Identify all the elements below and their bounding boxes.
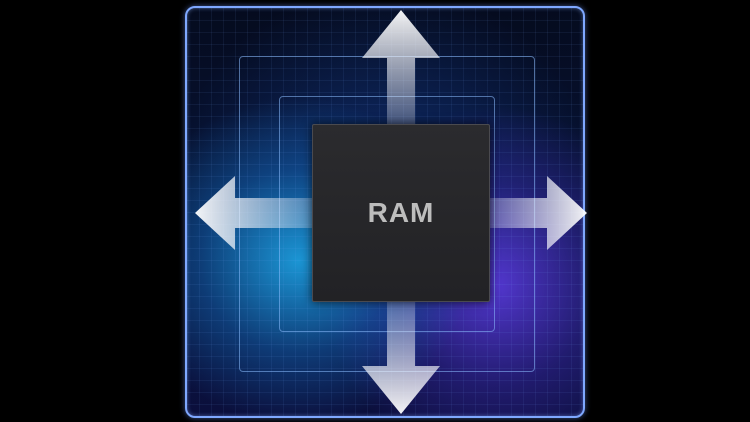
ram-chip: RAM: [312, 124, 490, 302]
arrow-right-icon: [488, 176, 587, 250]
chip-label: RAM: [367, 197, 435, 228]
arrow-up-icon: [362, 10, 440, 126]
arrow-left-icon: [195, 176, 314, 250]
arrow-down-icon: [362, 300, 440, 414]
